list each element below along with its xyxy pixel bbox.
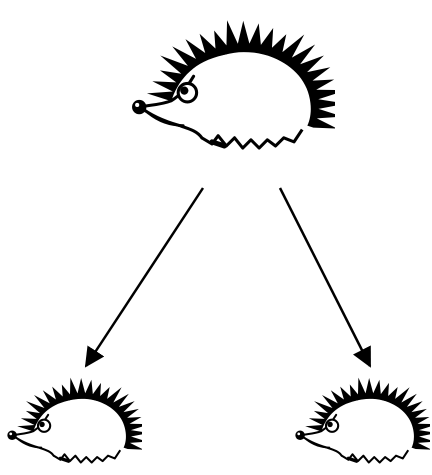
right-child-hedgehog-icon <box>295 378 432 463</box>
arrow-to-right-child <box>280 188 370 366</box>
left-child-hedgehog-icon <box>7 378 149 463</box>
parent-hedgehog-icon <box>132 20 347 148</box>
arrow-to-left-child <box>86 188 203 366</box>
